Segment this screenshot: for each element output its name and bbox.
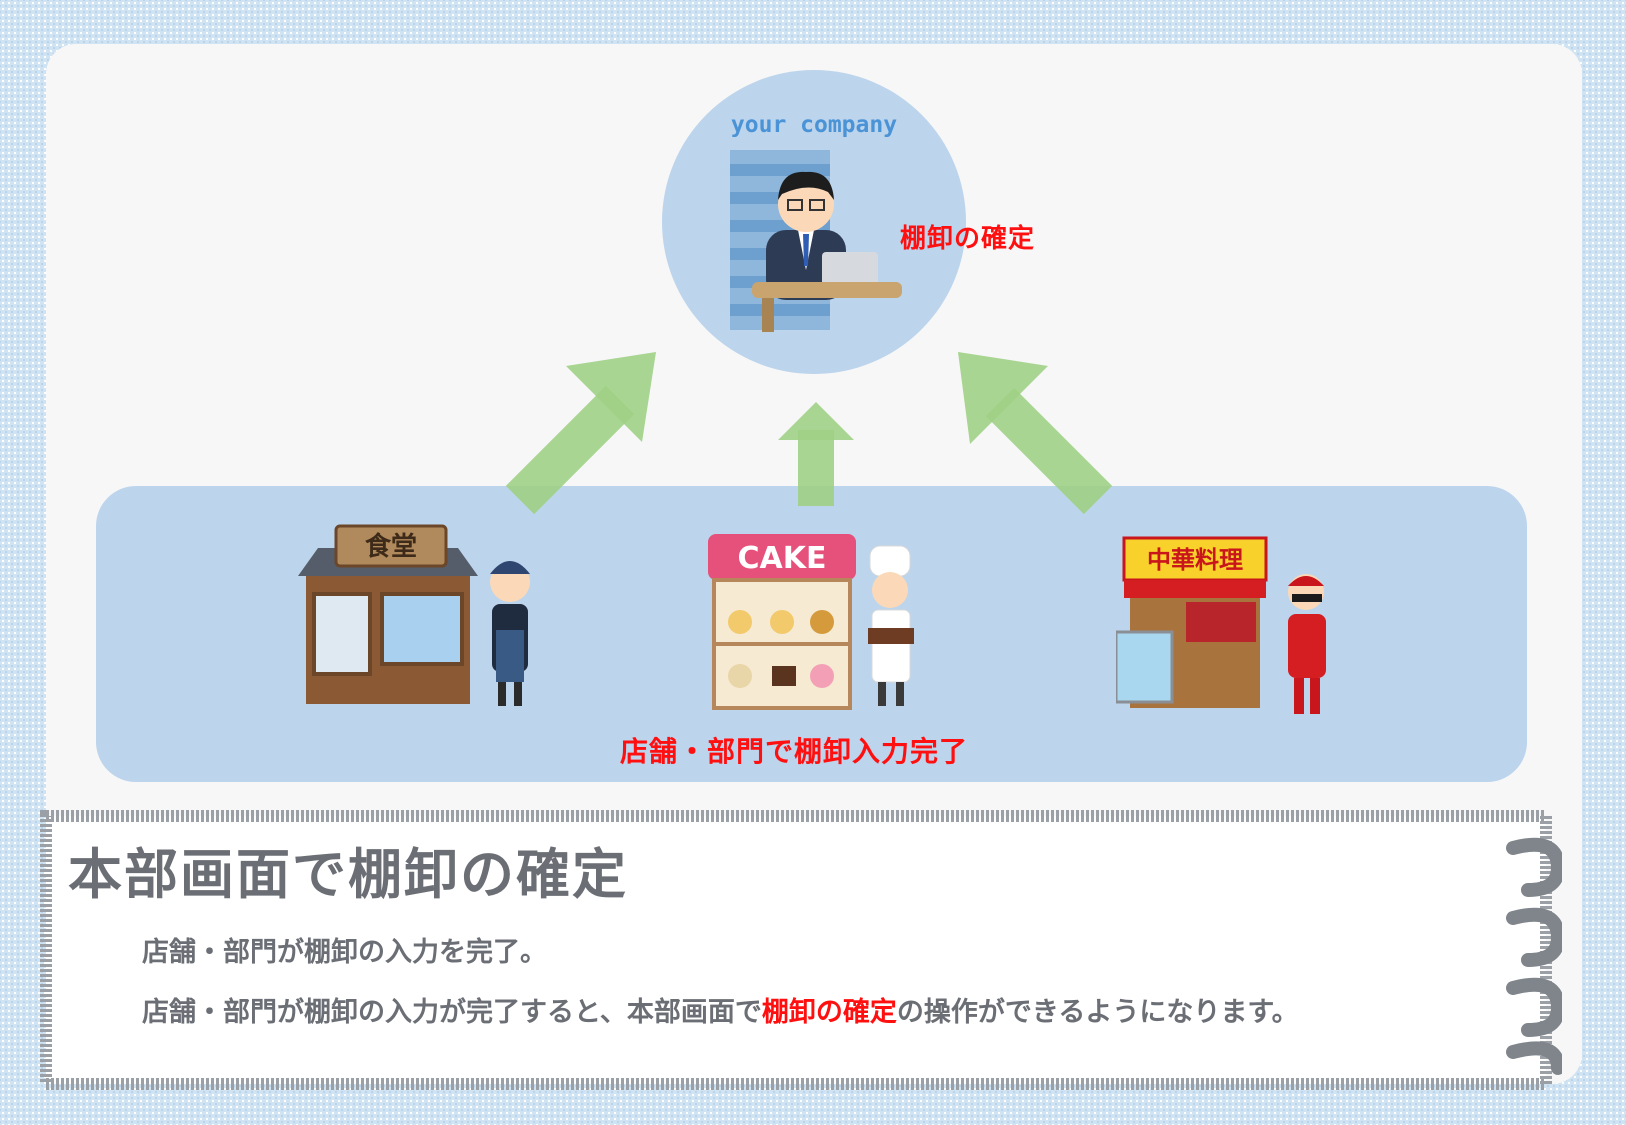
spiral-binding-icon [1506, 837, 1562, 1075]
hq-illustration [730, 150, 902, 332]
hq-action-label: 棚卸の確定 [900, 224, 1036, 254]
note-line-2-highlight: 棚卸の確定 [761, 997, 897, 1028]
shokudo-sign: 食堂 [365, 531, 417, 562]
company-label: your company [730, 112, 898, 138]
shokudo-store: 食堂 [298, 524, 530, 706]
waitress-icon [490, 561, 530, 706]
chinese-store: 中華料理 [1116, 536, 1326, 714]
chinese-sign: 中華料理 [1147, 546, 1243, 574]
chinese-waiter-icon [1288, 574, 1326, 714]
pastry-chef-icon [868, 545, 914, 706]
arrow-center-icon [778, 402, 854, 506]
cake-sign: CAKE [738, 541, 827, 576]
note-frame [40, 810, 1562, 1090]
arrow-right-icon [958, 352, 1113, 515]
note-line-1: 店舗・部門が棚卸の入力を完了。 [142, 937, 547, 968]
note-line-2-part1: 店舗・部門が棚卸の入力が完了すると、本部画面で [142, 997, 762, 1028]
desk-laptop-icon [752, 252, 902, 332]
note-line-2-part2: の操作ができるようになります。 [896, 997, 1299, 1028]
note-line-2: 店舗・部門が棚卸の入力が完了すると、本部画面で棚卸の確定の操作ができるようになり… [142, 990, 1299, 1029]
arrow-left-icon [505, 352, 656, 515]
cake-shop-icon: CAKE [708, 534, 856, 710]
cake-store: CAKE [708, 534, 914, 710]
hq-circle: your company [662, 70, 966, 374]
shokudo-building-icon: 食堂 [298, 524, 478, 704]
store-caption: 店舗・部門で棚卸入力完了 [620, 735, 969, 768]
note-title: 本部画面で棚卸の確定 [68, 843, 628, 906]
chinese-restaurant-icon: 中華料理 [1116, 536, 1268, 708]
